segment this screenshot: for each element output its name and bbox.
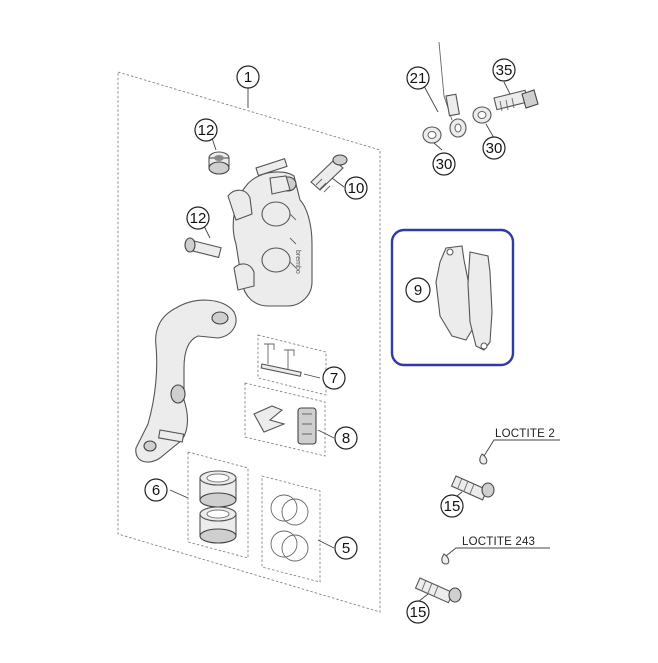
seal-rings-lower[interactable] [270,530,309,562]
callout-8-label: 8 [342,430,350,447]
brake-line-part[interactable] [438,41,467,138]
selected-part-highlight [390,228,515,367]
mounting-bolt-lower[interactable] [414,577,462,604]
callout-1[interactable]: 1 [236,65,260,89]
svg-text:brembo: brembo [294,250,301,274]
callout-15-upper[interactable]: 15 [440,494,464,518]
callout-12-upper[interactable]: 12 [194,118,218,142]
callout-35-label: 35 [496,62,513,79]
caliper-bracket-part[interactable] [135,299,237,463]
loctite-drop-upper [479,453,488,465]
seal-rings-upper[interactable] [270,494,309,526]
bleed-screw-part[interactable] [310,154,348,193]
callout-15-upper-label: 15 [444,498,461,515]
mounting-bolt-upper[interactable] [450,475,495,501]
callout-35[interactable]: 35 [492,58,516,82]
pin-kit-part[interactable] [260,343,302,377]
callout-5[interactable]: 5 [334,536,358,560]
caliper-body-part[interactable]: brembo [227,171,313,307]
callout-9-label: 9 [414,282,422,299]
callout-6-label: 6 [152,482,160,499]
callout-9[interactable]: 9 [405,277,431,303]
callout-8[interactable]: 8 [334,426,358,450]
callout-30-left[interactable]: 30 [432,152,456,176]
brake-pads-part[interactable] [435,245,493,351]
callout-5-label: 5 [342,540,350,557]
clip-kit-part[interactable] [253,405,317,445]
loctite-label-upper: LOCTITE 2 [495,428,555,440]
callout-1-label: 1 [244,69,252,86]
callout-12-lower-label: 12 [190,210,207,227]
callout-21-label: 21 [410,70,427,87]
kit-frame-6 [187,451,249,559]
callout-30-left-label: 30 [436,156,453,173]
kit-frame-7 [257,334,327,396]
piston-upper[interactable] [199,470,237,508]
slide-pin-upper[interactable] [255,158,288,177]
callout-30-right-label: 30 [486,140,503,157]
kit-frame-5 [261,475,321,583]
washer-left[interactable] [422,126,442,144]
kit-frame-8 [244,382,326,457]
callout-12-upper-label: 12 [198,122,215,139]
callout-30-right[interactable]: 30 [482,136,506,160]
callout-6[interactable]: 6 [144,478,168,502]
banjo-bolt-part[interactable] [493,89,539,112]
loctite-label-lower: LOCTITE 243 [462,536,535,548]
caliper-assembly-frame [117,71,381,613]
washer-right[interactable] [472,106,492,124]
callout-15-lower-label: 15 [410,604,427,621]
callout-12-lower[interactable]: 12 [186,206,210,230]
loctite-drop-lower [441,553,450,565]
slide-pin-bolt[interactable] [184,237,222,259]
callout-21[interactable]: 21 [406,66,430,90]
callout-7[interactable]: 7 [322,366,346,390]
piston-lower[interactable] [199,506,237,544]
bushing-part[interactable] [208,151,230,175]
callout-15-lower[interactable]: 15 [406,600,430,624]
callout-10-label: 10 [348,180,365,197]
callout-7-label: 7 [330,370,338,387]
callout-10[interactable]: 10 [344,176,368,200]
